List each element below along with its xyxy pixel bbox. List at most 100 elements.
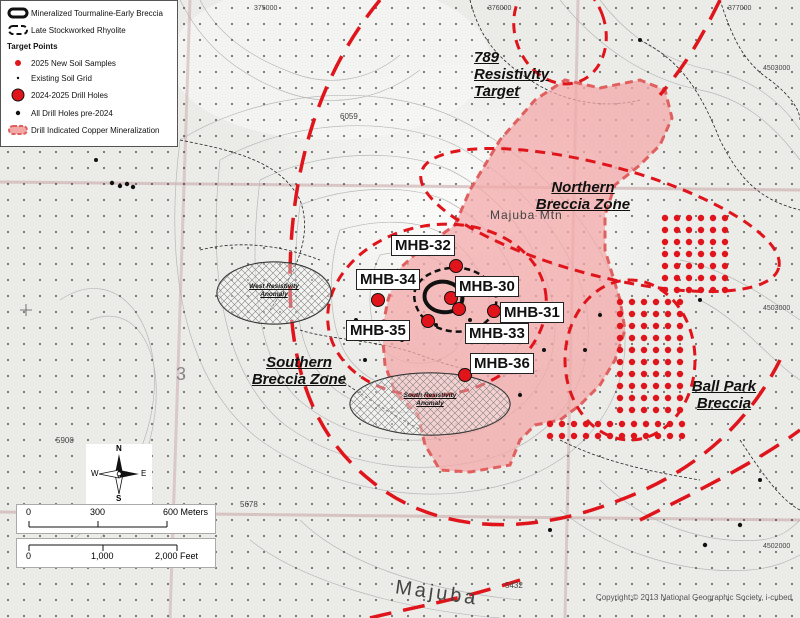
northing-label: 4503000 — [763, 305, 791, 312]
new-soil-sample-dot — [570, 420, 578, 428]
new-soil-sample-dot — [640, 298, 648, 306]
new-soil-sample-dot — [666, 432, 674, 440]
new-soil-sample-dot — [628, 310, 636, 318]
new-soil-sample-dot — [685, 274, 693, 282]
drill-hole-label: MHB-31 — [500, 302, 564, 323]
new-soil-sample-dot — [628, 382, 636, 390]
legend-item: Late Stockworked Rhyolite — [5, 23, 126, 37]
new-soil-sample-dot — [616, 370, 624, 378]
new-soil-sample-dot — [594, 420, 602, 428]
scale-tick-label: 0 — [26, 551, 32, 561]
new-soil-sample-dot — [642, 420, 650, 428]
legend-section-title: Target Points — [7, 42, 58, 51]
new-soil-sample-dot — [616, 394, 624, 402]
new-soil-sample-dot — [664, 382, 672, 390]
new-soil-sample-dot — [709, 238, 717, 246]
new-soil-sample-dot — [616, 358, 624, 366]
new-soil-sample-dot — [709, 286, 717, 294]
new-soil-sample-dot — [642, 432, 650, 440]
new-soil-sample-dot — [654, 420, 662, 428]
new-soil-sample-dot — [640, 394, 648, 402]
new-soil-sample-dot — [582, 420, 590, 428]
new-soil-sample-dot — [664, 334, 672, 342]
new-soil-sample-dot — [570, 432, 578, 440]
new-soil-sample-dot — [673, 214, 681, 222]
new-soil-sample-dot — [685, 262, 693, 270]
new-soil-sample-dot — [594, 432, 602, 440]
thick-outline-icon — [5, 7, 31, 19]
new-soil-sample-dot — [616, 334, 624, 342]
new-soil-sample-dot — [676, 382, 684, 390]
scale-tick-label: 2,000 Feet — [155, 551, 199, 561]
new-soil-sample-dot — [628, 346, 636, 354]
new-soil-sample-dot — [652, 394, 660, 402]
scale-bar-meters: 0 300 600 Meters — [16, 504, 216, 534]
new-soil-sample-dot — [685, 226, 693, 234]
new-soil-sample-dot — [697, 262, 705, 270]
drill-hole-label: MHB-35 — [346, 320, 410, 341]
new-soil-sample-dot — [628, 322, 636, 330]
new-soil-sample-dot — [676, 298, 684, 306]
elevation-label: 5678 — [240, 500, 258, 509]
new-soil-sample-dot — [697, 286, 705, 294]
new-soil-sample-dot — [546, 420, 554, 428]
new-soil-sample-dot — [616, 406, 624, 414]
northern-breccia-label: Northern Breccia Zone — [535, 179, 631, 213]
new-soil-sample-dot — [640, 310, 648, 318]
pink-dashed-area-icon — [5, 124, 31, 136]
dashed-outline-icon — [5, 24, 31, 36]
easting-label: 377000 — [728, 5, 752, 12]
drill-hole-mhb-34 — [371, 293, 385, 307]
south-resistivity-anomaly — [349, 372, 511, 436]
new-soil-sample-dot — [721, 238, 729, 246]
grid-tick — [20, 304, 32, 316]
new-soil-sample-dot — [628, 406, 636, 414]
new-soil-sample-dot — [640, 358, 648, 366]
new-soil-sample-dot — [661, 286, 669, 294]
new-soil-sample-dot — [652, 406, 660, 414]
new-soil-sample-dot — [666, 420, 674, 428]
new-soil-sample-dot — [616, 298, 624, 306]
new-soil-sample-dot — [628, 394, 636, 402]
new-soil-sample-dot — [709, 214, 717, 222]
new-soil-sample-dot — [628, 334, 636, 342]
drill-hole-mhb-30 — [444, 291, 458, 305]
new-soil-sample-dot — [616, 322, 624, 330]
new-soil-sample-dot — [616, 346, 624, 354]
new-soil-sample-dot — [676, 346, 684, 354]
new-soil-sample-dot — [640, 334, 648, 342]
elevation-label: 5900 — [56, 436, 74, 445]
new-soil-sample-dot — [630, 420, 638, 428]
new-soil-sample-dot — [721, 214, 729, 222]
new-soil-sample-dot — [697, 250, 705, 258]
new-soil-sample-dot — [618, 420, 626, 428]
drill-hole-mhb-31 — [487, 304, 501, 318]
new-soil-sample-dot — [676, 394, 684, 402]
drill-hole-mhb-33 — [452, 302, 466, 316]
legend-item: Existing Soil Grid — [5, 71, 92, 85]
new-soil-sample-dot — [697, 238, 705, 246]
new-soil-sample-dot — [676, 406, 684, 414]
new-soil-sample-dot — [628, 298, 636, 306]
new-soil-sample-dot — [673, 250, 681, 258]
new-soil-sample-dot — [673, 262, 681, 270]
drill-hole-label: MHB-30 — [455, 276, 519, 297]
new-soil-sample-dot — [676, 334, 684, 342]
new-soil-sample-dot — [652, 322, 660, 330]
pre-2024-drill-holes — [94, 38, 762, 548]
new-soil-sample-dot — [664, 406, 672, 414]
drill-hole-label: MHB-33 — [465, 323, 529, 344]
new-soil-sample-dot — [709, 262, 717, 270]
new-soil-sample-dot — [616, 382, 624, 390]
new-soil-sample-dot — [721, 262, 729, 270]
new-soil-sample-dot — [664, 298, 672, 306]
easting-label: 375000 — [254, 5, 278, 12]
new-soil-sample-dot — [661, 226, 669, 234]
new-soil-sample-dot — [673, 286, 681, 294]
new-soil-sample-dot — [721, 250, 729, 258]
new-soil-sample-dot — [678, 432, 686, 440]
new-soil-sample-dot — [652, 334, 660, 342]
new-soil-sample-dot — [661, 250, 669, 258]
